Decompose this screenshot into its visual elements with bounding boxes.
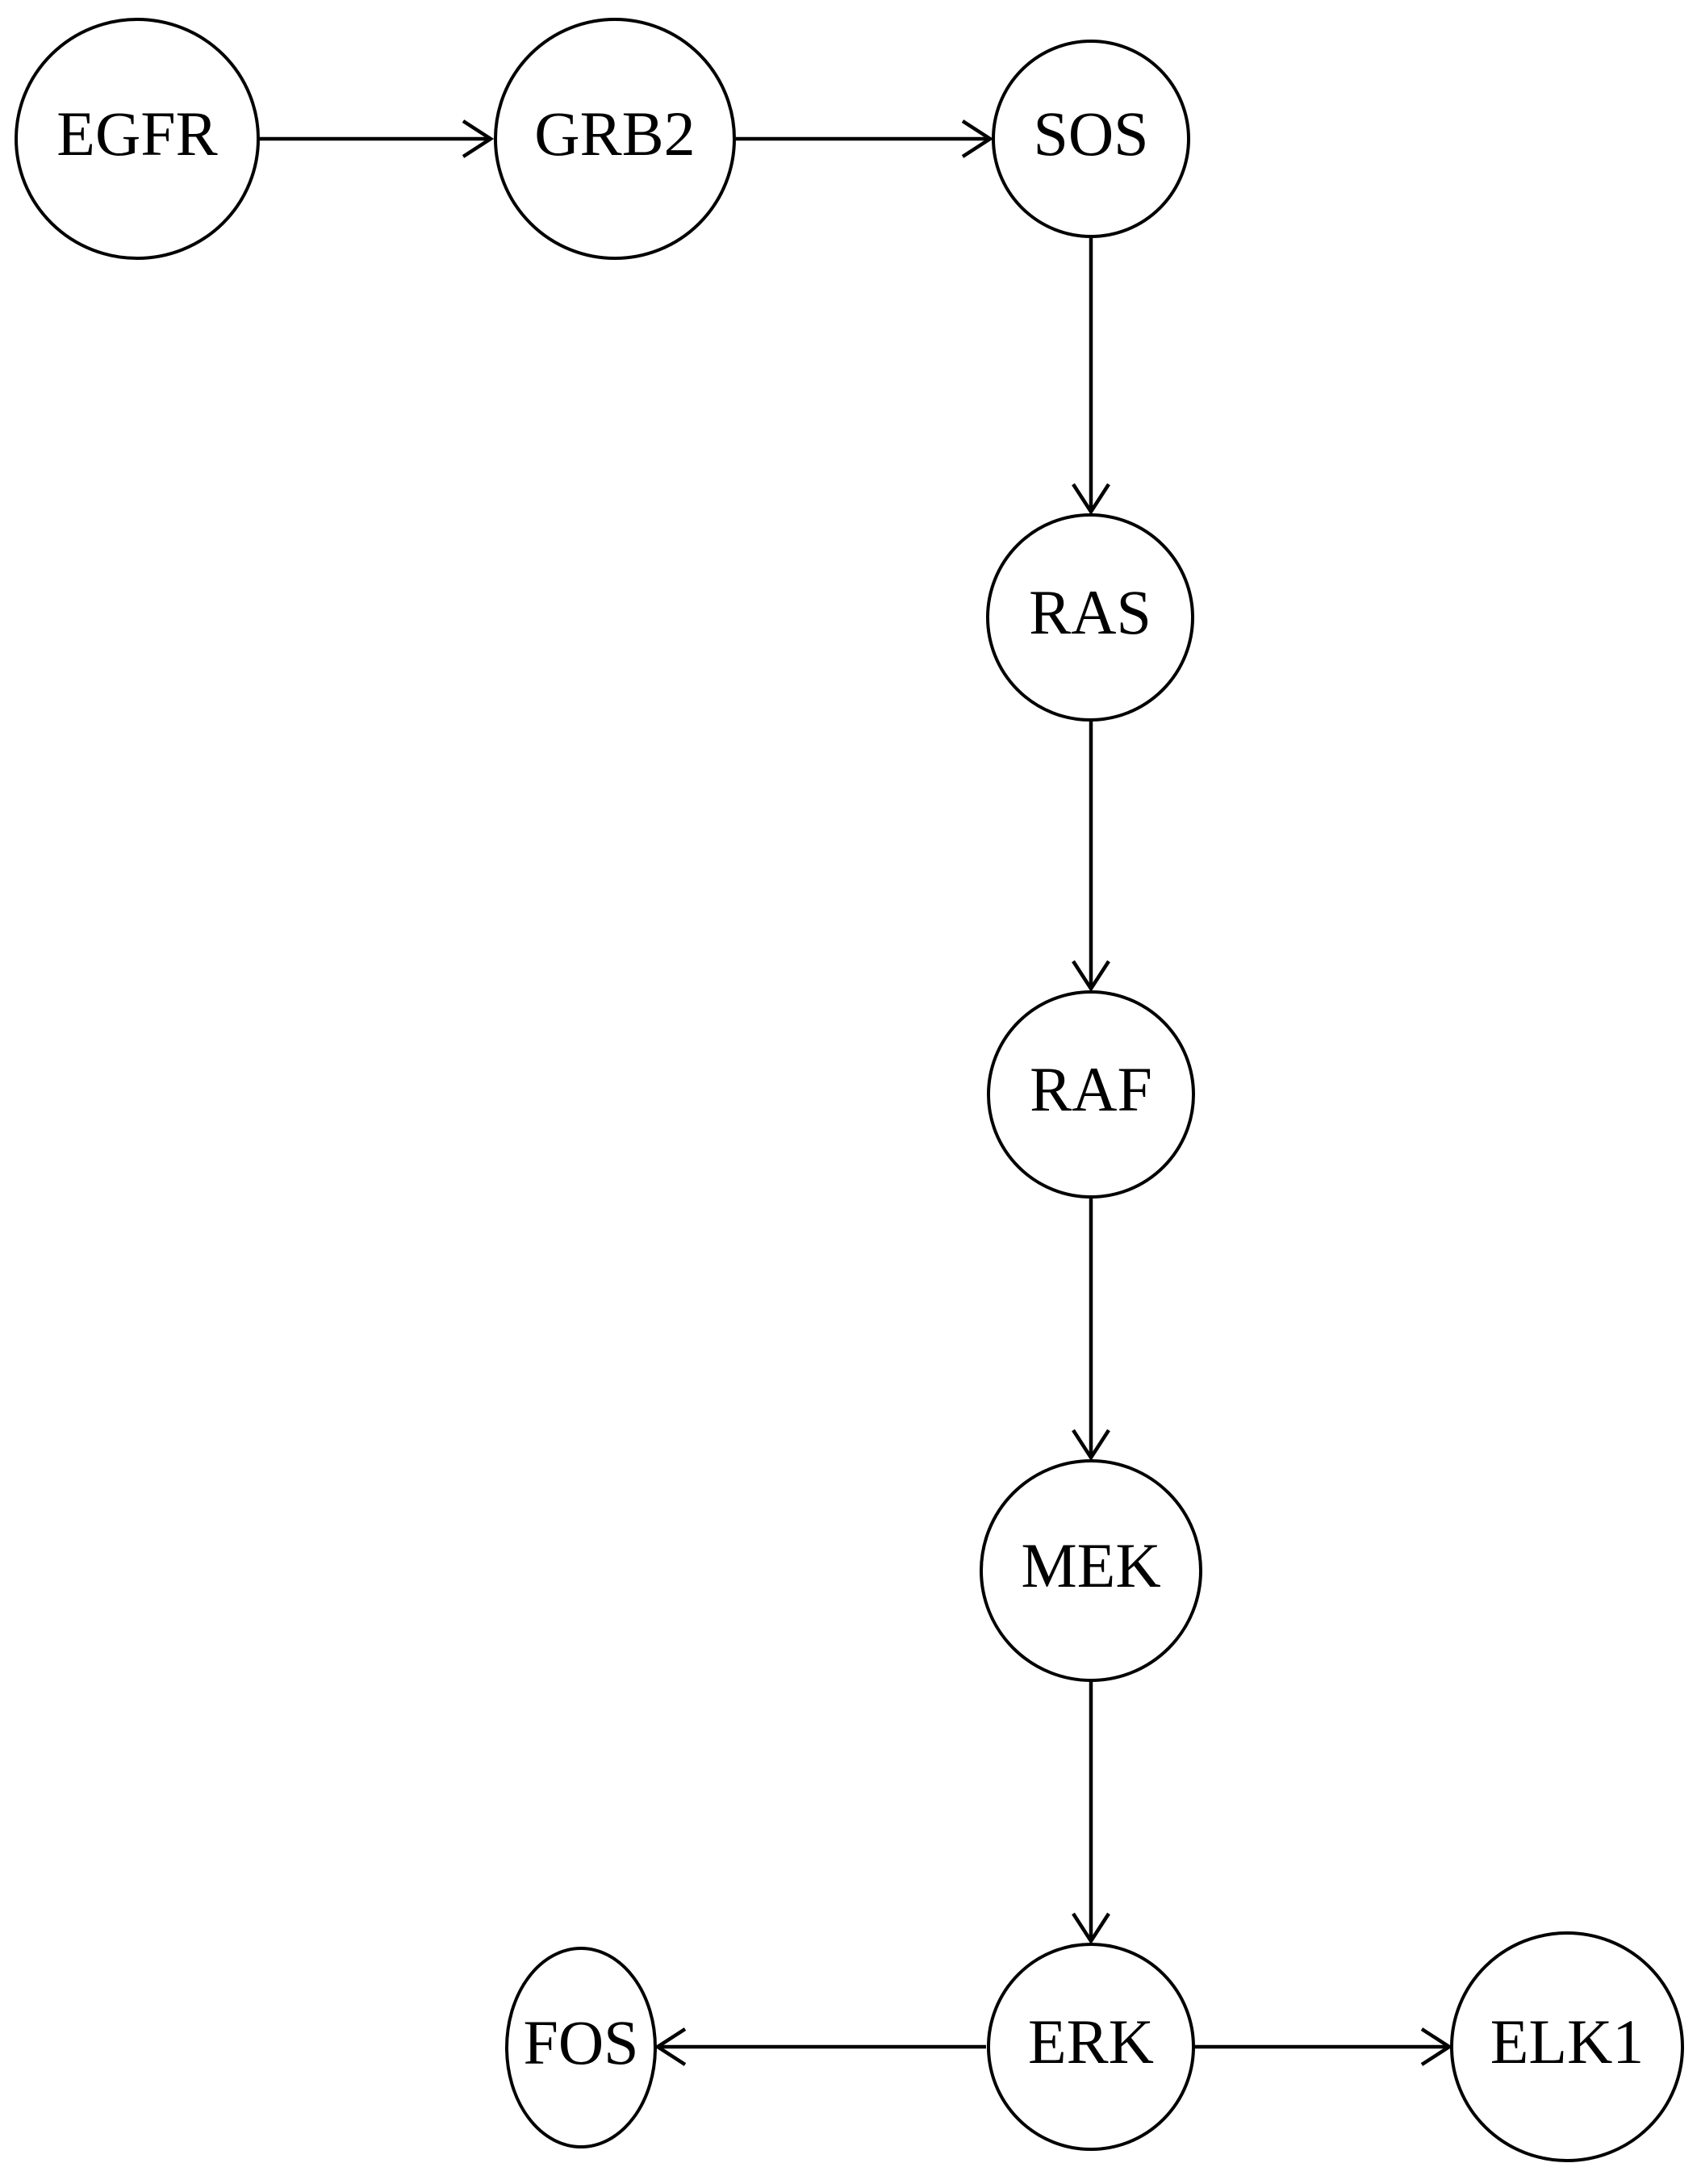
node-label: RAS: [1029, 577, 1151, 647]
arrowhead-icon: [1420, 2027, 1453, 2066]
arrowhead-icon: [1072, 960, 1110, 993]
node-circle[interactable]: [980, 1459, 1202, 1682]
nodes-layer: EGFR GRB2 SOS RAS RAF MEK FOS ERK ELK1: [15, 18, 1684, 2162]
node-circle[interactable]: [987, 990, 1195, 1199]
node-ras[interactable]: RAS: [986, 513, 1194, 722]
node-erk[interactable]: ERK: [987, 1943, 1195, 2151]
arrowhead-icon: [1072, 483, 1110, 516]
node-mek[interactable]: MEK: [980, 1459, 1202, 1682]
node-label: RAF: [1030, 1054, 1152, 1124]
node-circle[interactable]: [505, 1947, 657, 2148]
node-elk1[interactable]: ELK1: [1450, 1931, 1684, 2162]
node-circle[interactable]: [494, 18, 736, 260]
node-label: ELK1: [1490, 2006, 1645, 2077]
edge-raf-to-mek[interactable]: [1072, 1198, 1110, 1462]
arrowhead-icon: [1072, 1429, 1110, 1462]
node-sos[interactable]: SOS: [992, 40, 1190, 238]
edge-grb2-to-sos[interactable]: [736, 119, 994, 158]
edge-erk-to-fos[interactable]: [654, 2027, 986, 2066]
edges-layer: [260, 119, 1453, 2066]
edge-sos-to-ras[interactable]: [1072, 238, 1110, 516]
node-circle[interactable]: [986, 513, 1194, 722]
edge-erk-to-elk1[interactable]: [1195, 2027, 1453, 2066]
arrowhead-icon: [1072, 1912, 1110, 1945]
node-circle[interactable]: [987, 1943, 1195, 2151]
edge-mek-to-erk[interactable]: [1072, 1681, 1110, 1945]
arrowhead-icon: [654, 2027, 687, 2066]
edge-egfr-to-grb2[interactable]: [260, 119, 495, 158]
node-circle[interactable]: [1450, 1931, 1684, 2162]
node-label: MEK: [1021, 1530, 1160, 1600]
node-egfr[interactable]: EGFR: [15, 18, 260, 260]
node-label: FOS: [523, 2007, 638, 2077]
arrowhead-icon: [961, 119, 994, 158]
node-label: EGFR: [56, 98, 217, 169]
node-grb2[interactable]: GRB2: [494, 18, 736, 260]
node-raf[interactable]: RAF: [987, 990, 1195, 1199]
node-label: ERK: [1028, 2006, 1154, 2077]
node-fos[interactable]: FOS: [505, 1947, 657, 2148]
edge-ras-to-raf[interactable]: [1072, 721, 1110, 993]
node-circle[interactable]: [15, 18, 260, 260]
node-circle[interactable]: [992, 40, 1190, 238]
arrowhead-icon: [462, 119, 495, 158]
node-label: SOS: [1033, 98, 1148, 169]
node-label: GRB2: [534, 98, 695, 169]
